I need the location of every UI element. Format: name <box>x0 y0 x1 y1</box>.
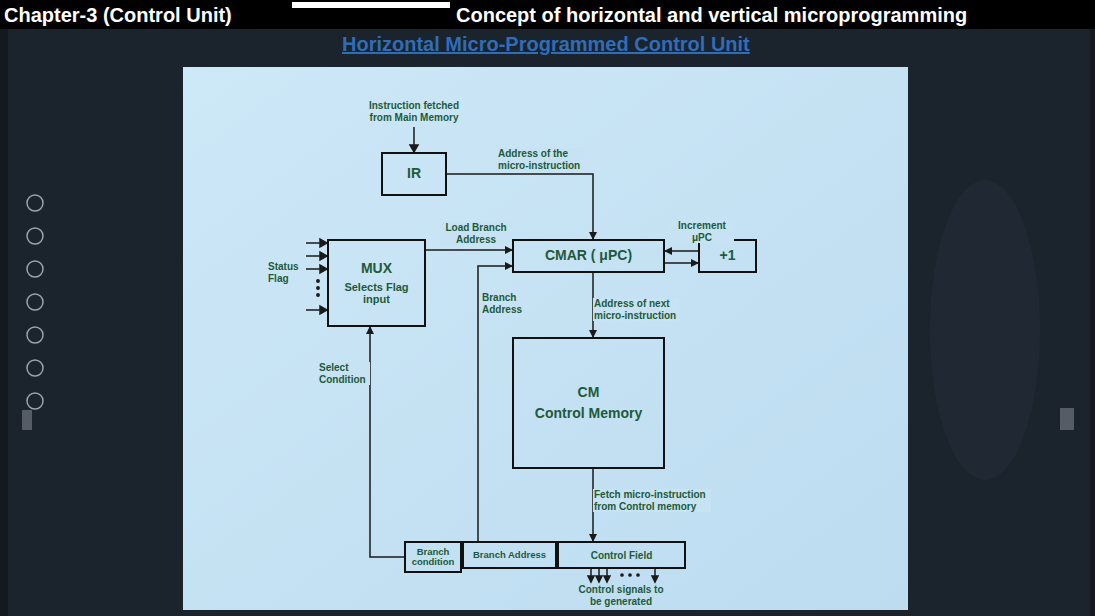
screen <box>8 28 1090 616</box>
field-box: Control Field <box>557 541 686 569</box>
side-tab <box>1060 408 1074 430</box>
box-heading: CM <box>578 385 600 400</box>
layout-arrows <box>306 127 658 582</box>
side-tab <box>22 410 32 430</box>
connector-label: Branch Address <box>481 292 525 315</box>
box-text: Control Memory <box>535 406 642 421</box>
box-content: CMAR ( μPC) <box>514 241 663 271</box>
slide-panel <box>183 67 908 610</box>
register-box: IR <box>381 152 447 196</box>
presenter-reflection <box>930 180 1040 480</box>
box-heading: CMAR ( μPC) <box>545 248 632 263</box>
top-strip <box>292 2 450 8</box>
sidebar-icons <box>27 195 43 409</box>
field-box: Branch condition <box>404 541 462 573</box>
box-heading: Control Field <box>591 550 653 561</box>
connector-label: Address of next micro-instruction <box>593 298 679 321</box>
box-text: Selects Flag input <box>332 281 421 305</box>
connector-label: Select Condition <box>318 362 370 385</box>
connector <box>426 249 512 251</box>
connector-label: Address of the micro-instruction <box>497 148 585 171</box>
box-heading: Branch condition <box>409 547 457 568</box>
slide-title: Horizontal Micro-Programmed Control Unit <box>342 34 750 54</box>
connector <box>370 327 404 557</box>
top-bar <box>0 0 1095 29</box>
address-register-box: CMAR ( μPC) <box>512 239 665 273</box>
box-heading: MUX <box>361 261 392 276</box>
box-content: Branch condition <box>406 543 460 571</box>
connector <box>665 262 698 264</box>
signal-name: Status Flag <box>268 261 304 284</box>
box-content: Branch Address <box>464 543 555 567</box>
memory-box: CM Control Memory <box>512 337 665 469</box>
mux-box: MUX Selects Flag input <box>327 239 426 327</box>
topic-heading: Concept of horizontal and vertical micro… <box>456 5 967 25</box>
box-heading: Branch Address <box>473 550 546 560</box>
box-heading: IR <box>407 166 421 181</box>
box-content: CM Control Memory <box>514 339 663 467</box>
field-box: Branch Address <box>462 541 557 569</box>
connector-label: Increment μPC <box>670 220 734 243</box>
box-content: MUX Selects Flag input <box>329 241 424 325</box>
box-heading: +1 <box>720 248 736 263</box>
connector-label: Fetch micro-instruction from Control mem… <box>593 489 711 512</box>
box-content: +1 <box>700 241 755 271</box>
incrementer-box: +1 <box>698 239 757 273</box>
box-content: IR <box>383 154 445 194</box>
signal-note: Control signals to be generated <box>578 584 664 607</box>
box-content: Control Field <box>559 543 684 567</box>
chapter-heading: Chapter-3 (Control Unit) <box>4 5 232 25</box>
connector <box>665 250 698 252</box>
connector-label: Load Branch Address <box>440 222 512 245</box>
source-note: Instruction fetched from Main Memory <box>362 100 466 123</box>
